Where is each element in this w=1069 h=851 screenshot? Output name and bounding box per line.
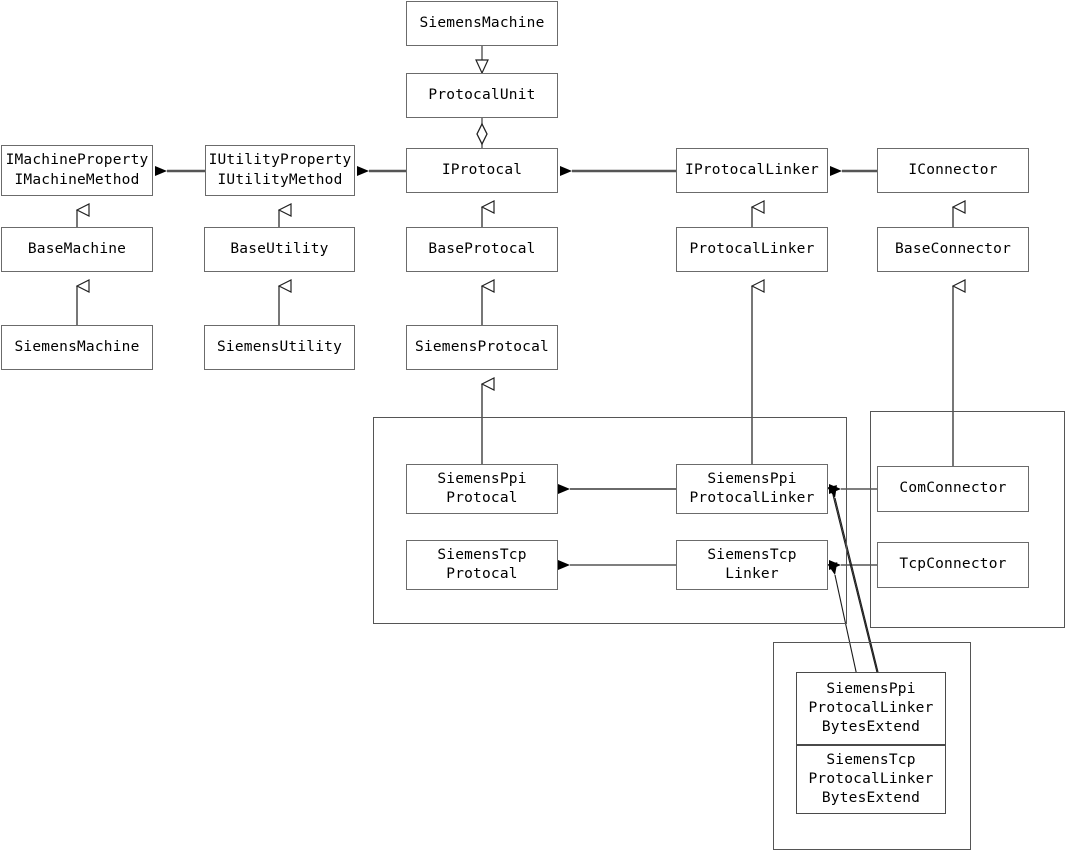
class-box-siemens-ppi-protocal[interactable]: SiemensPpi Protocal bbox=[406, 464, 558, 514]
class-box-siemens-tcp-protocal-linker-bytes-extend[interactable]: SiemensTcp ProtocalLinker BytesExtend bbox=[796, 745, 946, 814]
group-connector-impl bbox=[870, 411, 1065, 628]
group-protocal-impl bbox=[373, 417, 847, 624]
class-box-tcp-connector[interactable]: TcpConnector bbox=[877, 542, 1029, 588]
class-box-siemens-machine[interactable]: SiemensMachine bbox=[1, 325, 153, 370]
class-box-siemens-utility[interactable]: SiemensUtility bbox=[204, 325, 355, 370]
class-box-iprotocal[interactable]: IProtocal bbox=[406, 148, 558, 193]
class-box-siemens-tcp-linker[interactable]: SiemensTcp Linker bbox=[676, 540, 828, 590]
class-box-com-connector[interactable]: ComConnector bbox=[877, 466, 1029, 512]
class-box-protocal-unit[interactable]: ProtocalUnit bbox=[406, 73, 558, 118]
class-box-iconnector[interactable]: IConnector bbox=[877, 148, 1029, 193]
edge-protocalUnit-iProtocal bbox=[476, 118, 488, 148]
class-box-base-machine[interactable]: BaseMachine bbox=[1, 227, 153, 272]
edge-siemensMachineTop-protocalUnit bbox=[475, 46, 489, 75]
group-bytes-extend bbox=[773, 642, 971, 850]
class-box-siemens-machine-top[interactable]: SiemensMachine bbox=[406, 1, 558, 46]
class-box-protocal-linker[interactable]: ProtocalLinker bbox=[676, 227, 828, 272]
class-box-siemens-tcp-protocal[interactable]: SiemensTcp Protocal bbox=[406, 540, 558, 590]
class-box-base-protocal[interactable]: BaseProtocal bbox=[406, 227, 558, 272]
class-box-base-utility[interactable]: BaseUtility bbox=[204, 227, 355, 272]
class-box-iprotocal-linker[interactable]: IProtocalLinker bbox=[676, 148, 828, 193]
class-box-iutility-property-method[interactable]: IUtilityProperty IUtilityMethod bbox=[205, 145, 355, 196]
class-box-base-connector[interactable]: BaseConnector bbox=[877, 227, 1029, 272]
class-box-siemens-protocal[interactable]: SiemensProtocal bbox=[406, 325, 558, 370]
class-box-siemens-ppi-protocal-linker-bytes-extend[interactable]: SiemensPpi ProtocalLinker BytesExtend bbox=[796, 672, 946, 745]
class-box-siemens-ppi-protocal-linker[interactable]: SiemensPpi ProtocalLinker bbox=[676, 464, 828, 514]
class-box-imachine-property-method[interactable]: IMachineProperty IMachineMethod bbox=[1, 145, 153, 196]
